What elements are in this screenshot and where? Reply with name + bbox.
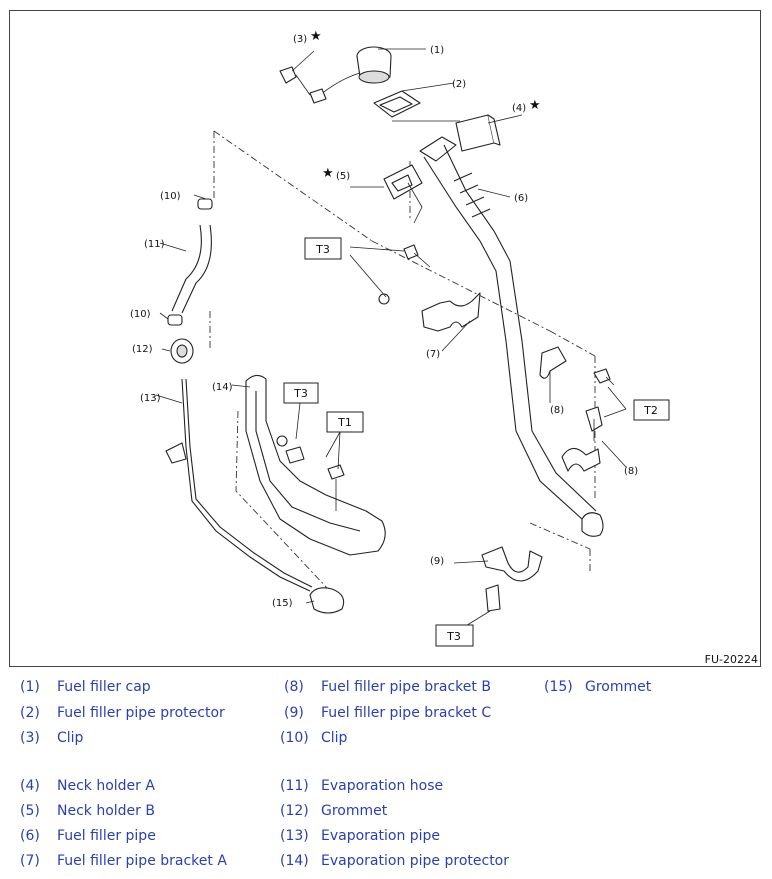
callout-12: (12) [132, 344, 153, 355]
callout-5: (5) [336, 171, 350, 182]
neck-holder-b [383, 164, 423, 200]
callout-10-lower: (10) [130, 309, 151, 320]
legend-item: (2)Fuel filler pipe protector [20, 705, 225, 721]
fuel-filler-pipe-bracket-b-upper [539, 346, 615, 386]
callout-8-lower: (8) [624, 466, 638, 477]
callout-9: (9) [430, 556, 444, 567]
callout-10-upper: (10) [160, 191, 181, 202]
star-callout-4: ★ [529, 98, 541, 113]
svg-text:T3: T3 [315, 243, 330, 256]
evaporation-pipe [165, 378, 313, 592]
star-callout-3: ★ [310, 29, 322, 44]
bolt-t3-protector [276, 435, 288, 447]
svg-text:T1: T1 [337, 416, 352, 429]
legend-item: (8)Fuel filler pipe bracket B [284, 679, 491, 695]
reference-line [209, 130, 596, 601]
fuel-filler-pipe-bracket-a [378, 244, 481, 332]
svg-text:T3: T3 [446, 630, 461, 643]
legend-item: (6)Fuel filler pipe [20, 828, 156, 844]
callout-leaders [155, 48, 627, 604]
svg-text:T3: T3 [293, 387, 308, 400]
legend-item: (14)Evaporation pipe protector [280, 853, 510, 869]
clip-10-lower [167, 314, 183, 326]
callout-13: (13) [140, 393, 161, 404]
callout-11: (11) [144, 239, 165, 250]
torque-box-t1: T1 [326, 411, 364, 433]
grommet-12 [170, 338, 194, 364]
grommet-15 [309, 587, 345, 614]
legend-item: (11)Evaporation hose [280, 778, 444, 794]
callout-7: (7) [426, 349, 440, 360]
legend-item: (5)Neck holder B [20, 803, 155, 819]
legend-item: (9)Fuel filler pipe bracket C [284, 705, 492, 721]
figure-id: FU-20224 [705, 653, 758, 666]
svg-text:T2: T2 [643, 404, 658, 417]
torque-box-t2: T2 [633, 399, 670, 421]
exploded-parts-diagram: (1) (2) (3) ★ (4) ★ ★ (5) (6) (7) (8) (8… [9, 10, 761, 667]
neck-holder-a [455, 114, 501, 152]
fuel-filler-pipe-protector [373, 90, 421, 118]
legend-item: (12)Grommet [280, 803, 388, 819]
clip-3 [279, 66, 327, 104]
callout-1: (1) [430, 45, 444, 56]
legend-item: (3)Clip [20, 730, 84, 746]
callout-6: (6) [514, 193, 528, 204]
clip-10-upper [197, 198, 213, 210]
fuel-filler-pipe-bracket-c [481, 546, 543, 612]
fuel-filler-pipe-bracket-b-lower [561, 406, 603, 472]
star-callout-5: ★ [322, 166, 334, 181]
legend-item: (7)Fuel filler pipe bracket A [20, 853, 227, 869]
parts-legend: (1)Fuel filler cap (2)Fuel filler pipe p… [0, 676, 772, 876]
legend-item: (13)Evaporation pipe [280, 828, 441, 844]
torque-leaders [295, 246, 627, 628]
bolt-t1 [327, 464, 345, 511]
diagram-svg: (1) (2) (3) ★ (4) ★ ★ (5) (6) (7) (8) (8… [130, 29, 758, 666]
torque-box-t3-middle: T3 [283, 382, 319, 404]
evaporation-pipe-protector [245, 374, 386, 556]
evaporation-hose [171, 224, 212, 314]
legend-item: (4)Neck holder A [20, 778, 155, 794]
legend-item: (1)Fuel filler cap [20, 679, 151, 695]
callout-4: (4) [512, 103, 526, 114]
fuel-filler-cap [319, 46, 392, 96]
legend-item: (15)Grommet [544, 679, 652, 695]
callout-8-upper: (8) [550, 405, 564, 416]
callout-3: (3) [293, 34, 307, 45]
callout-2: (2) [452, 79, 466, 90]
torque-box-t3-lower: T3 [435, 624, 474, 647]
callout-15: (15) [272, 598, 293, 609]
fuel-filler-pipe [407, 136, 604, 537]
callout-14: (14) [212, 382, 233, 393]
legend-item: (10)Clip [280, 730, 348, 746]
torque-box-t3-upper: T3 [304, 237, 342, 260]
